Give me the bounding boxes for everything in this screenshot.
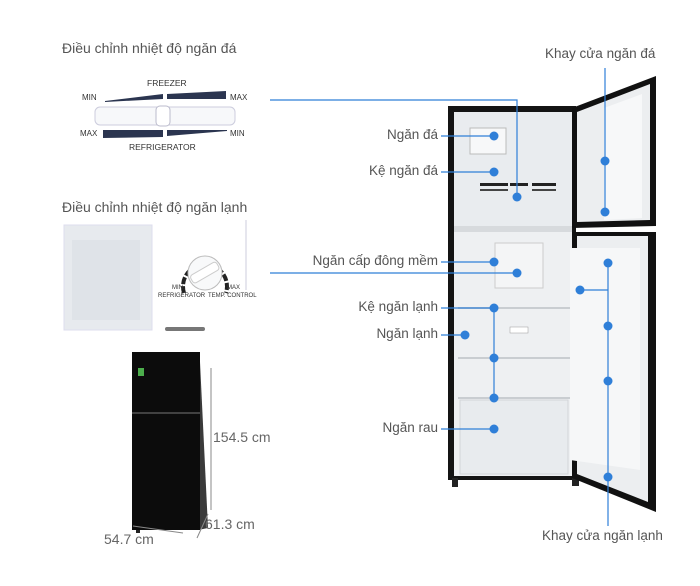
dot-fridge-control: [512, 268, 522, 278]
label-fridge-compartment: Ngăn lạnh: [376, 326, 438, 341]
label-vegetable-drawer: Ngăn rau: [382, 420, 438, 435]
open-fridge-illustration: [448, 76, 656, 512]
label-fridge-door-tray: Khay cửa ngăn lạnh: [542, 528, 663, 543]
depth-dimension: 61.3 cm: [205, 516, 255, 532]
width-dimension: 54.7 cm: [104, 531, 154, 547]
freezer-min-label: MIN: [82, 93, 97, 102]
refrigerator-label: REFRIGERATOR: [129, 142, 196, 152]
label-soft-freeze: Ngăn cấp đông mềm: [312, 253, 438, 268]
refrigerator-max-label: MAX: [80, 129, 98, 138]
label-fridge-shelf: Kệ ngăn lạnh: [358, 299, 438, 314]
freezer-max-label: MAX: [230, 93, 248, 102]
height-dimension: 154.5 cm: [213, 429, 271, 445]
refrigerator-min-label: MIN: [230, 129, 245, 138]
dial-min-label: MIN: [172, 285, 183, 291]
dial-caption-right: TEMP. CONTROL: [208, 293, 257, 299]
freezer-label: FREEZER: [147, 78, 187, 88]
freezer-slider-graphic: [94, 91, 236, 138]
closed-fridge-illustration: [132, 352, 212, 539]
dial-caption-left: REFRIGERATOR: [158, 293, 206, 299]
fridge-dial-graphic: [63, 220, 247, 331]
label-freezer-door-tray: Khay cửa ngăn đá: [545, 46, 656, 61]
label-freezer-compartment: Ngăn đá: [386, 127, 438, 142]
label-freezer-shelf: Kệ ngăn đá: [368, 163, 438, 178]
dial-max-label: MAX: [227, 285, 241, 291]
fridge-control-heading: Điều chỉnh nhiệt độ ngăn lạnh: [62, 199, 248, 215]
dot-freezer-vent: [512, 192, 522, 202]
freezer-control-heading: Điều chỉnh nhiệt độ ngăn đá: [62, 40, 237, 56]
